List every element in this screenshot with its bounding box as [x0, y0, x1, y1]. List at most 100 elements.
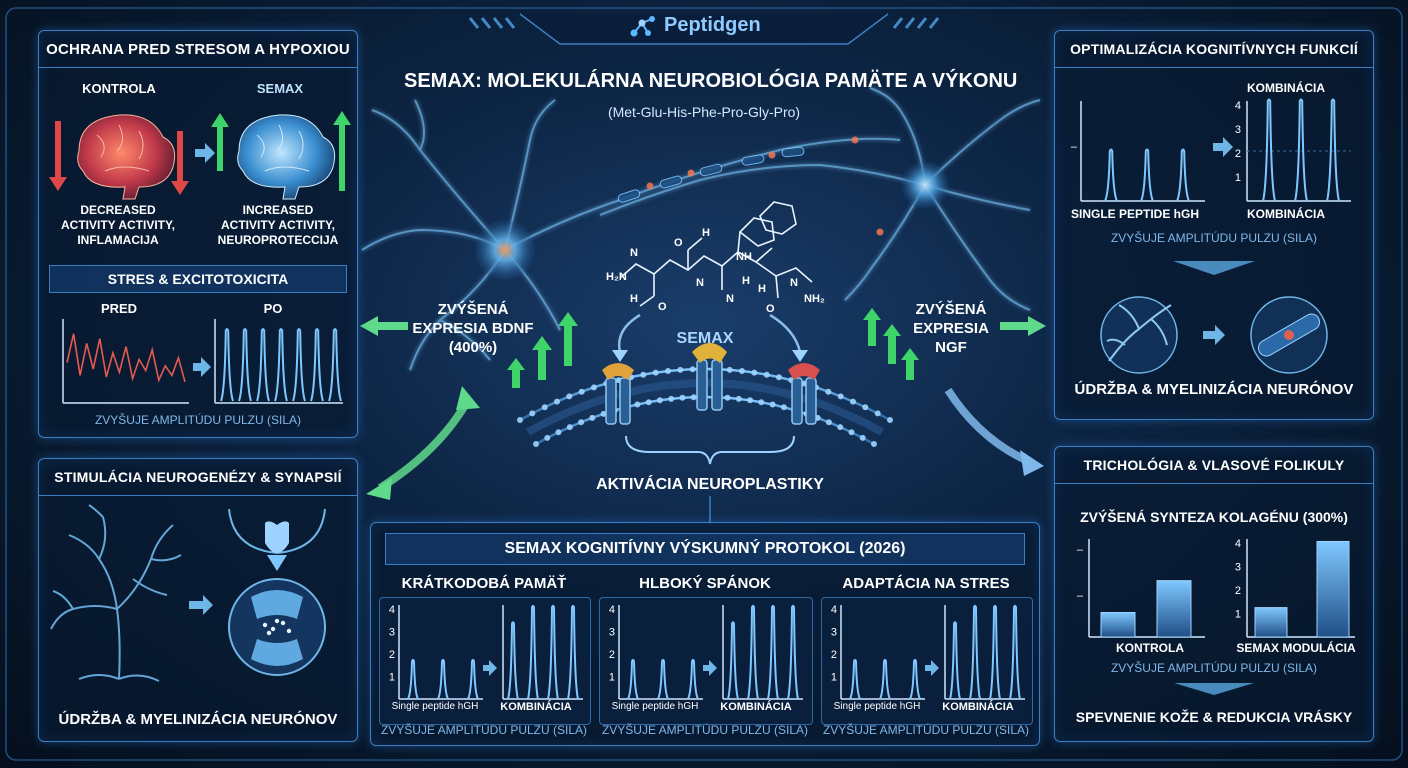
atom-label: H — [702, 227, 710, 239]
single-pulse — [437, 658, 449, 700]
atom-label: H — [758, 283, 766, 295]
brand-name: Peptidgen — [664, 13, 761, 36]
ngf-up-arrows — [863, 308, 919, 380]
combo-pulse — [767, 604, 779, 700]
combo-pulse — [989, 604, 1001, 700]
bdnf-line: ZVÝŠENÁ — [437, 301, 509, 318]
membrane-bead — [566, 424, 573, 431]
right-arrow-icon — [925, 660, 939, 676]
control-description: DECREASED ACTIVITY ACTIVITY, INFLAMACIJA — [47, 203, 189, 248]
membrane-bead — [763, 371, 770, 378]
membrane-bead — [751, 369, 758, 376]
bdnf-line: (400%) — [448, 339, 498, 356]
bdnf-up-arrows — [507, 312, 578, 388]
stress-chart — [62, 319, 343, 404]
single-pulse — [687, 658, 699, 700]
membrane-bead — [566, 393, 573, 400]
section-caption: ZVYŠUJE AMPLITÚDU PULZU (SILA) — [380, 723, 588, 737]
peptide-formula: (Met-Glu-His-Phe-Pro-Gly-Pro) — [607, 104, 801, 120]
page-title: SEMAX: MOLEKULÁRNA NEUROBIOLÓGIA PAMÄTE … — [404, 70, 1018, 92]
right-arrow-icon — [1203, 325, 1225, 345]
collagen-bar — [1254, 607, 1288, 638]
panel-caption: ZVYŠUJE AMPLITÚDU PULZU (SILA) — [1110, 231, 1318, 245]
stress-hypoxia-panel: OCHRANA PRED STRESOM A HYPOXIOU KONTROLA… — [38, 30, 358, 438]
myelination-illustration — [1100, 261, 1328, 374]
membrane-bead — [747, 397, 754, 404]
membrane-bead — [837, 424, 844, 431]
chart-label-control: KONTROLA — [1116, 641, 1184, 655]
combo-pulse — [507, 621, 519, 700]
membrane-bead — [544, 434, 551, 441]
tick-label: 4 — [609, 604, 615, 616]
membrane-bead — [578, 388, 585, 395]
semax-description: INCREASED ACTIVITY ACTIVITY, NEUROPROTEC… — [207, 203, 349, 248]
tick-label: 2 — [609, 649, 615, 661]
atom-label: NH₂ — [804, 293, 825, 305]
atom-label: O — [766, 303, 775, 315]
combo-pulse — [747, 604, 759, 700]
protocol-section-sleep — [599, 597, 813, 725]
protocol-title: SEMAX KOGNITÍVNY VÝSKUMNÝ PROTOKOL (2026… — [385, 533, 1025, 565]
tick-label: 1 — [1235, 609, 1241, 621]
red-brain-icon — [77, 114, 176, 200]
tick-label: 3 — [831, 627, 837, 639]
chart-label-combo: KOMBINÁCIA — [942, 701, 1014, 713]
panel-title: OCHRANA PRED STRESOM A HYPOXIOU — [39, 31, 357, 68]
atom-label: NH — [736, 251, 752, 263]
membrane-bead — [555, 429, 562, 436]
atom-label: O — [674, 237, 683, 249]
right-arrow-icon — [189, 595, 213, 615]
tick-label: 1 — [831, 672, 837, 684]
membrane-bead — [871, 441, 877, 447]
po-pulse — [220, 328, 234, 402]
dendrite-tree-icon — [50, 504, 182, 682]
atom-label: H — [630, 293, 638, 305]
brain-comparison — [49, 111, 351, 200]
po-pulse — [274, 328, 288, 402]
membrane-bead — [677, 366, 684, 373]
tick-label: 1 — [1235, 172, 1241, 184]
combo-pulse — [949, 621, 961, 700]
combo-pulse — [547, 604, 559, 700]
membrane-bead — [735, 395, 742, 402]
combo-pulse — [527, 604, 539, 700]
combo-pulse — [1326, 98, 1340, 202]
membrane-bead — [690, 394, 697, 401]
myelin-axon-icon — [1250, 296, 1328, 374]
desc-line: NEUROPROTECCIJA — [217, 233, 339, 247]
panel-caption: ZVYŠUJE AMPLITÚDU PULZU (SILA) — [94, 413, 302, 427]
section-header-stress: STRES & EXCITOTOXICITA — [49, 265, 347, 293]
membrane-bead — [758, 399, 765, 406]
membrane-bead — [578, 419, 585, 426]
po-pulse — [292, 328, 306, 402]
tick-label: 2 — [1235, 148, 1241, 160]
membrane-bead — [825, 419, 832, 426]
panel-caption: ZVYŠUJE AMPLITÚDU PULZU (SILA) — [1110, 661, 1318, 675]
tick-label: – — [1077, 590, 1084, 602]
down-chevron-icon — [1174, 683, 1254, 695]
membrane-bead — [776, 374, 782, 381]
section-caption: ZVYŠUJE AMPLITÚDU PULZU (SILA) — [601, 723, 809, 737]
down-arrow-icon — [49, 121, 189, 195]
panel-subtitle: ZVÝŠENÁ SYNTEZA KOLAGÉNU (300%) — [1080, 509, 1348, 525]
desc-line: ACTIVITY ACTIVITY, — [220, 218, 335, 232]
membrane-bead — [668, 395, 675, 402]
membrane-bead — [652, 369, 659, 376]
membrane-bead — [850, 398, 856, 405]
tick-label: 3 — [389, 627, 395, 639]
tick-label: 4 — [389, 604, 395, 616]
po-pulse — [328, 328, 342, 402]
section-name: HLBOKÝ SPÁNOK — [639, 575, 771, 592]
trichology-panel: TRICHOLÓGIA & VLASOVÉ FOLIKULY ZVÝŠENÁ S… — [1054, 446, 1374, 742]
membrane-bead — [859, 434, 866, 441]
tick-label: 4 — [831, 604, 837, 616]
panel-caption: ÚDRŽBA & MYELINIZÁCIA NEURÓNOV — [58, 711, 338, 728]
control-label: KONTROLA — [82, 81, 156, 96]
combo-pulse — [1009, 604, 1021, 700]
up-arrow-icon — [211, 111, 351, 191]
tick-label: 3 — [609, 627, 615, 639]
single-pulse — [407, 658, 419, 700]
